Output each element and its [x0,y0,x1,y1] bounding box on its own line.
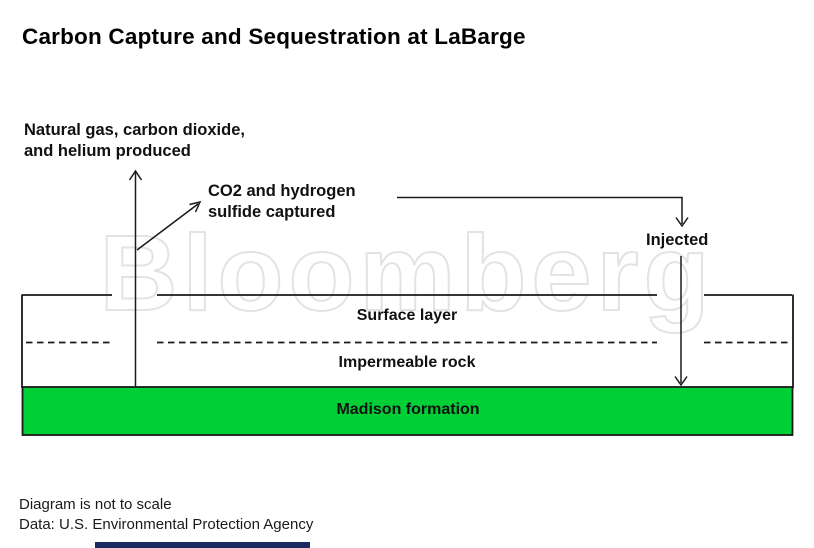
diagonal-line [136,203,199,251]
bottom-clipped-bar [95,542,310,548]
madison-formation-label: Madison formation [336,401,480,418]
routing-line [397,196,683,224]
annotation-produced-line2: and helium produced [24,142,191,160]
annotation-produced: Natural gas, carbon dioxide, and helium … [24,120,245,162]
produced-up-arrow [128,169,143,387]
surface-layer-label: Surface layer [356,307,458,324]
annotation-captured-line2: sulfide captured [208,203,336,221]
madison-formation-rect [21,386,794,436]
arrow-up-right-icon [189,200,202,213]
annotation-injected: Injected [646,231,709,249]
impermeable-rock-label: Impermeable rock [338,354,476,371]
arrow-down-icon [675,217,689,228]
capture-diagonal-arrow [136,200,202,251]
injection-arrow [674,256,688,387]
surface-box-border [21,294,794,388]
page-title: Carbon Capture and Sequestration at LaBa… [22,24,526,49]
annotation-produced-line1: Natural gas, carbon dioxide, [24,121,245,139]
arrow-down-icon-2 [674,376,688,387]
arrow-up-icon [128,169,143,181]
scale-disclaimer: Diagram is not to scale [19,496,172,513]
capture-to-injection-line [397,196,689,228]
bloomberg-watermark: Bloomberg [98,211,715,334]
annotation-captured-line1: CO2 and hydrogen [208,182,356,200]
data-source: Data: U.S. Environmental Protection Agen… [19,516,314,533]
annotation-captured: CO2 and hydrogen sulfide captured [208,181,356,223]
